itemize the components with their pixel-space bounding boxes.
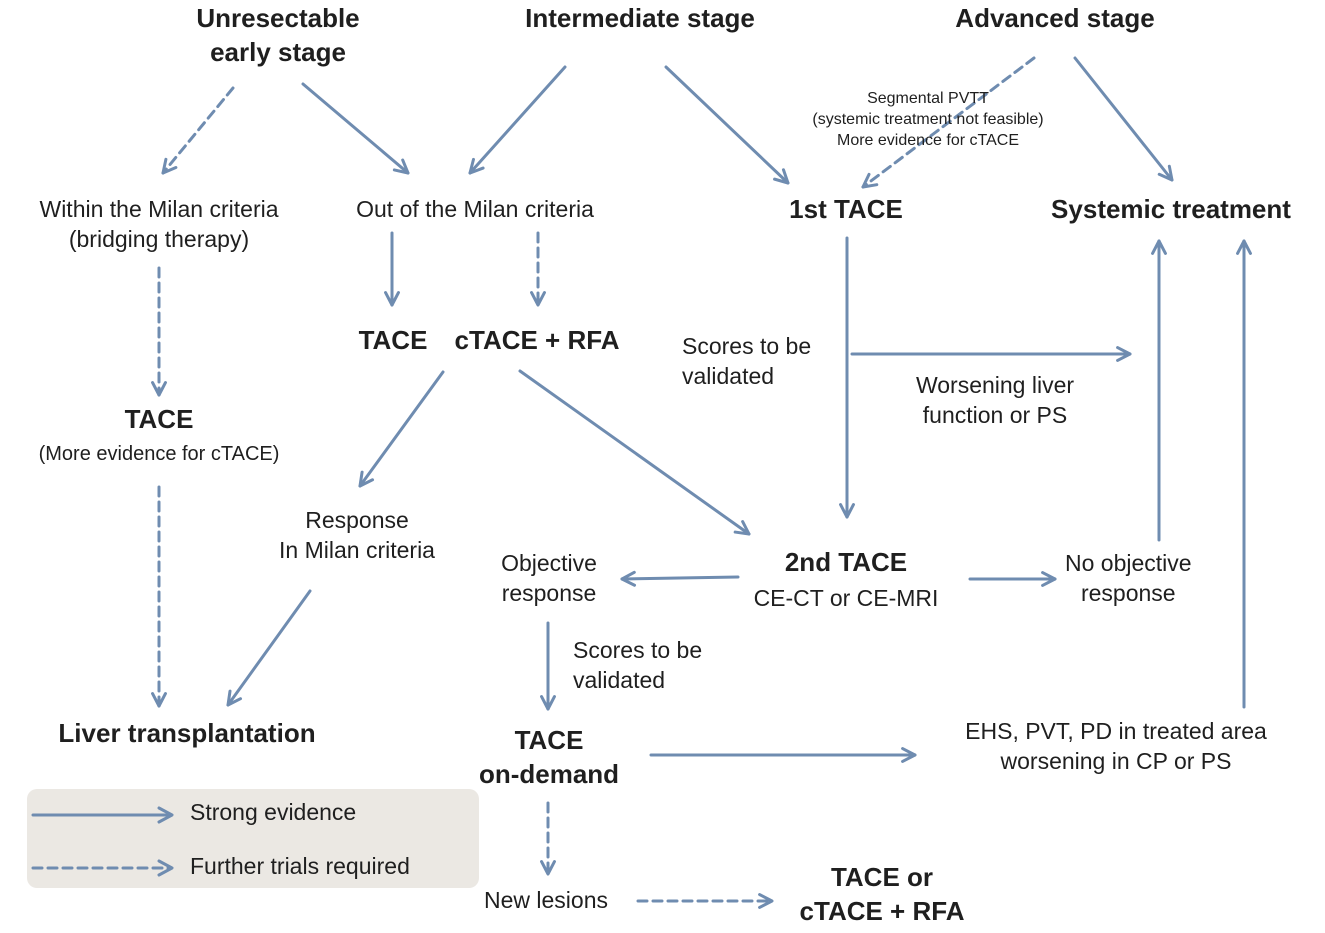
segmental-pvtt-note: Segmental PVTT (systemic treatment not f… <box>812 90 1044 149</box>
systemic-treatment: Systemic treatment <box>1051 194 1291 224</box>
legend-solid-arrowhead <box>157 806 174 824</box>
arrow-intermediate-to-out-of-milan <box>468 65 567 175</box>
stage-intermediate: Intermediate stage <box>525 3 755 33</box>
arrow-within-milan-to-tace-bridging <box>151 266 167 397</box>
out-of-milan-criteria: Out of the Milan criteria <box>356 196 594 222</box>
ctace-rfa-node: cTACE + RFA <box>454 325 620 355</box>
legend-solid-label: Strong evidence <box>190 799 357 825</box>
arrow-unresectable-to-within-milan <box>161 86 235 175</box>
arrow-objective-to-tace-on-demand <box>540 621 556 711</box>
arrow-ehs-to-systemic <box>1236 239 1252 709</box>
arrow-first-tace-to-second-tace <box>839 236 855 519</box>
arrow-unresectable-to-out-of-milan <box>301 82 410 175</box>
tace-or-ctace-rfa: TACE or cTACE + RFA <box>799 862 965 926</box>
arrow-tace-bridging-to-liver-transplant <box>151 485 167 708</box>
arrow-first-tace-to-worsening <box>850 346 1132 362</box>
stage-advanced: Advanced stage <box>955 3 1155 33</box>
scores-to-be-validated-lower: Scores to be validated <box>573 637 703 693</box>
response-in-milan-criteria: Response In Milan criteria <box>279 507 435 563</box>
tace-on-demand: TACE on-demand <box>478 725 620 789</box>
first-tace: 1st TACE <box>789 194 903 224</box>
ehs-pvt-pd-node: EHS, PVT, PD in treated area worsening i… <box>965 718 1267 774</box>
liver-transplantation: Liver transplantation <box>58 718 316 748</box>
arrow-tace-to-response <box>358 370 445 488</box>
worsening-liver-function: Worsening liver function or PS <box>915 372 1075 428</box>
arrow-out-of-milan-to-ctace-rfa <box>530 231 546 307</box>
arrow-out-of-milan-to-tace <box>384 231 400 307</box>
second-tace-imaging: CE-CT or CE-MRI <box>753 585 939 611</box>
stage-unresectable-early: Unresectable early stage <box>196 3 360 67</box>
tace-bridging: TACE <box>124 404 194 434</box>
arrow-response-to-liver-transplant <box>226 589 312 707</box>
objective-response: Objective response <box>501 550 597 606</box>
arrow-advanced-to-first-tace <box>861 56 1036 189</box>
arrow-ctace-to-second-tace <box>518 369 751 536</box>
tace-bridging-note: (More evidence for cTACE) <box>38 443 280 465</box>
arrow-second-tace-to-objective <box>620 570 740 587</box>
legend-dashed-label: Further trials required <box>190 853 410 879</box>
arrow-tace-on-demand-to-ehs <box>649 747 917 763</box>
within-milan-criteria: Within the Milan criteria (bridging ther… <box>39 196 279 252</box>
arrow-advanced-to-systemic <box>1073 56 1174 182</box>
arrow-no-response-to-systemic <box>1151 239 1167 542</box>
arrow-intermediate-to-first-tace <box>664 65 790 185</box>
legend-swatches <box>31 806 174 877</box>
legend: Strong evidence Further trials required <box>27 789 479 888</box>
tace-node: TACE <box>358 325 428 355</box>
new-lesions: New lesions <box>484 887 608 913</box>
legend-dashed-arrowhead <box>157 859 174 877</box>
second-tace: 2nd TACE <box>784 547 908 577</box>
no-objective-response: No objective response <box>1065 550 1192 606</box>
scores-to-be-validated-upper: Scores to be validated <box>682 333 812 389</box>
arrow-new-lesions-to-tace-or-ctace <box>636 893 774 909</box>
arrow-second-tace-to-no-response <box>968 571 1057 587</box>
arrow-tace-on-demand-to-new-lesions <box>540 801 556 876</box>
